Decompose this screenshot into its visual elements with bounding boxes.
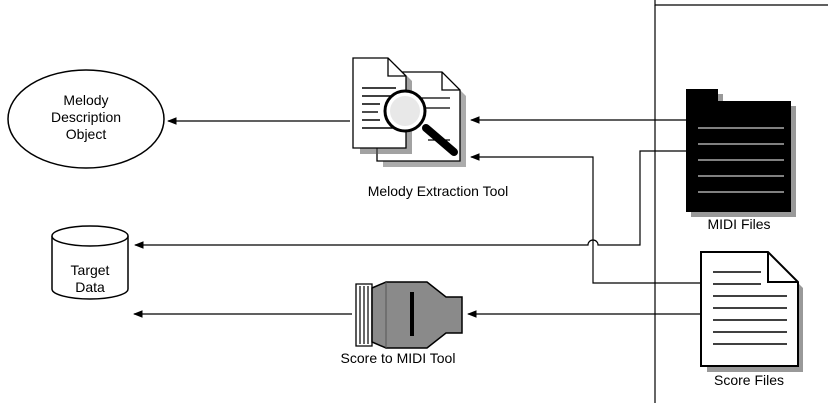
score-to-midi-tool-label: Score to MIDI Tool xyxy=(340,350,456,366)
melody-extraction-tool-label: Melody Extraction Tool xyxy=(367,183,509,199)
document-icon xyxy=(700,251,803,372)
melody-object-line-2: Description xyxy=(50,109,122,125)
target-data-label: Target Data xyxy=(52,262,128,296)
arrow-score-to-extraction xyxy=(470,153,702,284)
midi-files-label: MIDI Files xyxy=(707,216,771,232)
target-data-node xyxy=(51,225,129,300)
melody-object-line-3: Object xyxy=(65,126,107,142)
melody-object-line-1: Melody xyxy=(63,92,109,108)
document-magnifier-icon xyxy=(352,57,466,167)
cable-connector-icon xyxy=(355,281,463,349)
melody-description-object-label: Melody Description Object xyxy=(36,92,136,143)
repository-boundary xyxy=(654,0,828,6)
melody-description-object-node xyxy=(7,69,165,169)
arrow-midi-to-target-data xyxy=(134,150,688,249)
target-data-line-2: Data xyxy=(75,279,105,295)
target-data-line-1: Target xyxy=(70,262,110,278)
black-file-stack-icon xyxy=(686,89,796,217)
score-files-label: Score Files xyxy=(713,372,785,388)
